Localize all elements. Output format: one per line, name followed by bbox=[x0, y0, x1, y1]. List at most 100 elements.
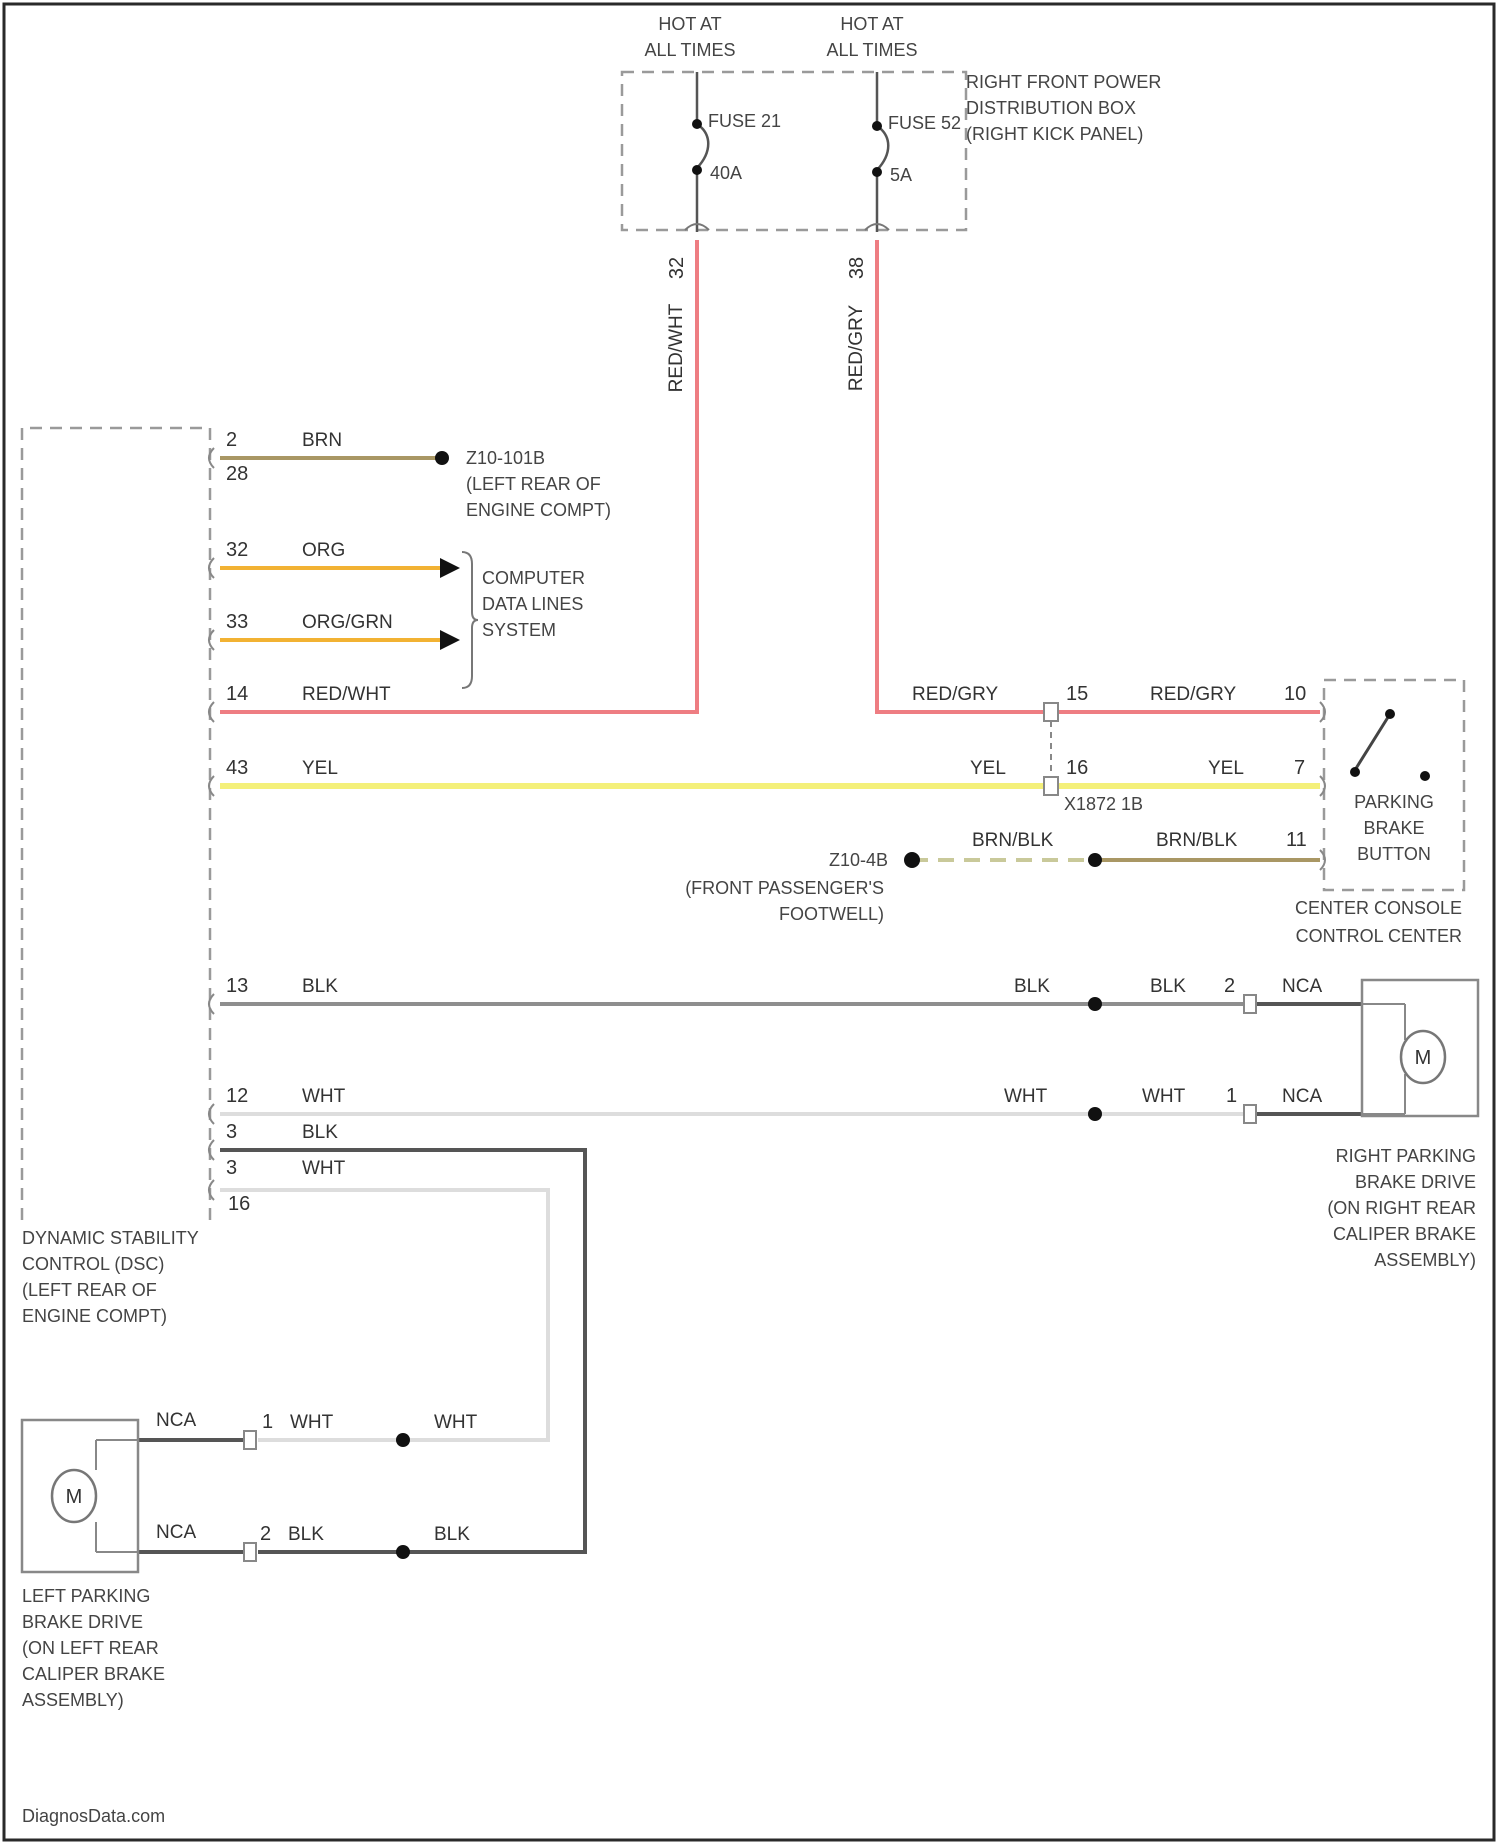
left-motor-pin-1: 1 bbox=[262, 1411, 273, 1433]
right-motor-connectors bbox=[1244, 995, 1256, 1123]
dsc-label-line2: CONTROL (DSC) bbox=[22, 1254, 164, 1274]
left-wht-splice bbox=[396, 1433, 410, 1447]
power-pin-38: 38 bbox=[846, 257, 868, 279]
data-lines-bracket bbox=[462, 552, 478, 688]
console-pin-markers bbox=[1320, 702, 1325, 870]
data-lines-label-line2: DATA LINES bbox=[482, 594, 583, 614]
left-motor-connectors bbox=[244, 1431, 256, 1561]
dsc-pin-16: 16 bbox=[228, 1193, 250, 1215]
data-lines-label-line3: SYSTEM bbox=[482, 620, 556, 640]
left-blk-splice bbox=[396, 1545, 410, 1559]
hot-label-1-line1: HOT AT bbox=[658, 14, 721, 34]
connector-pin-16: 16 bbox=[1066, 757, 1088, 779]
wire-wht-left bbox=[220, 1190, 548, 1440]
ground-loc-line1: (LEFT REAR OF bbox=[466, 474, 601, 494]
wire-label-nca-left-2: NCA bbox=[156, 1522, 196, 1543]
hot-label-2-line1: HOT AT bbox=[840, 14, 903, 34]
right-motor-pin-1: 1 bbox=[1226, 1085, 1237, 1107]
left-motor-label-line4: CALIPER BRAKE bbox=[22, 1664, 165, 1684]
dsc-pin-43: 43 bbox=[226, 757, 248, 779]
wire-label-red-wht-vertical: RED/WHT bbox=[666, 303, 687, 392]
wire-blk-left bbox=[220, 1150, 585, 1552]
dsc-label-line4: ENGINE COMPT) bbox=[22, 1306, 167, 1326]
connector-x1872-label: X1872 1B bbox=[1064, 794, 1143, 814]
left-motor-label-line1: LEFT PARKING bbox=[22, 1586, 150, 1606]
data-lines-label-line1: COMPUTER bbox=[482, 568, 585, 588]
x1872-connector bbox=[1044, 703, 1058, 795]
wire-label-wht-left-2: WHT bbox=[434, 1412, 478, 1433]
data-arrow-1 bbox=[440, 558, 460, 578]
right-motor-pin-2: 2 bbox=[1224, 975, 1235, 997]
wire-label-red-gry-left: RED/GRY bbox=[912, 684, 999, 705]
left-motor-label-line5: ASSEMBLY) bbox=[22, 1690, 124, 1710]
button-label-line2: BRAKE bbox=[1363, 818, 1424, 838]
wire-label-yel: YEL bbox=[302, 758, 338, 779]
console-label-line2: CONTROL CENTER bbox=[1296, 926, 1462, 946]
wire-label-wht-right-1: WHT bbox=[1004, 1086, 1048, 1107]
wire-label-nca-right-2: NCA bbox=[1282, 1086, 1322, 1107]
power-pin-32: 32 bbox=[666, 257, 688, 279]
dsc-pin-33: 33 bbox=[226, 611, 248, 633]
button-label-line1: PARKING bbox=[1354, 792, 1434, 812]
ground-ref-z10-4b: Z10-4B bbox=[829, 850, 888, 870]
wire-label-brn-blk-left: BRN/BLK bbox=[972, 830, 1054, 851]
wire-label-nca-left-1: NCA bbox=[156, 1410, 196, 1431]
wire-label-yel-right: YEL bbox=[1208, 758, 1244, 779]
dsc-pin-14: 14 bbox=[226, 683, 248, 705]
wire-label-brn-blk-right: BRN/BLK bbox=[1156, 830, 1238, 851]
right-motor-label-line3: (ON RIGHT REAR bbox=[1327, 1198, 1476, 1218]
power-box-label-line3: (RIGHT KICK PANEL) bbox=[966, 124, 1143, 144]
ground-splice-dot bbox=[435, 451, 449, 465]
dsc-pin-2: 2 bbox=[226, 429, 237, 451]
right-blk-splice bbox=[1088, 997, 1102, 1011]
console-ground-splice bbox=[1088, 853, 1102, 867]
fuse-21-rating: 40A bbox=[710, 163, 742, 183]
page-frame bbox=[4, 4, 1494, 1840]
wire-label-nca-right-1: NCA bbox=[1282, 976, 1322, 997]
console-pin-10: 10 bbox=[1284, 683, 1306, 705]
fuse-52 bbox=[872, 72, 888, 232]
right-motor-label-line2: BRAKE DRIVE bbox=[1355, 1172, 1476, 1192]
wire-label-red-wht: RED/WHT bbox=[302, 684, 391, 705]
dsc-pin-13: 13 bbox=[226, 975, 248, 997]
button-label-line3: BUTTON bbox=[1357, 844, 1431, 864]
right-motor-label-line5: ASSEMBLY) bbox=[1374, 1250, 1476, 1270]
wire-red-gry-feed bbox=[877, 240, 1320, 712]
ground-ref-z10-101b: Z10-101B bbox=[466, 448, 545, 468]
wire-label-red-gry-vertical: RED/GRY bbox=[846, 305, 867, 392]
footer-watermark: DiagnosData.com bbox=[22, 1806, 165, 1826]
wire-label-wht: WHT bbox=[302, 1086, 346, 1107]
parking-brake-switch-icon bbox=[1350, 709, 1430, 781]
wire-label-blk-left: BLK bbox=[302, 1122, 338, 1143]
left-motor-label-line3: (ON LEFT REAR bbox=[22, 1638, 159, 1658]
data-arrow-2 bbox=[440, 630, 460, 650]
dsc-pin-28: 28 bbox=[226, 463, 248, 485]
wire-label-yel-left: YEL bbox=[970, 758, 1006, 779]
fuse-21-name: FUSE 21 bbox=[708, 111, 781, 131]
console-ground-loc-line1: (FRONT PASSENGER'S bbox=[685, 878, 884, 898]
wire-label-wht-left: WHT bbox=[302, 1158, 346, 1179]
fuse-52-name: FUSE 52 bbox=[888, 113, 961, 133]
fuse-21 bbox=[692, 72, 708, 232]
wire-label-blk-left-1: BLK bbox=[288, 1524, 324, 1545]
dsc-pin-32: 32 bbox=[226, 539, 248, 561]
power-box-label-line2: DISTRIBUTION BOX bbox=[966, 98, 1136, 118]
dsc-pin-3-blk: 3 bbox=[226, 1121, 237, 1143]
wire-label-blk-left-2: BLK bbox=[434, 1524, 470, 1545]
dsc-pin-markers bbox=[209, 448, 214, 1200]
wire-label-wht-right-2: WHT bbox=[1142, 1086, 1186, 1107]
wire-label-wht-left-1: WHT bbox=[290, 1412, 334, 1433]
ground-loc-line2: ENGINE COMPT) bbox=[466, 500, 611, 520]
wire-label-brn: BRN bbox=[302, 430, 342, 451]
right-motor-label-line1: RIGHT PARKING bbox=[1336, 1146, 1476, 1166]
hot-label-2-line2: ALL TIMES bbox=[826, 40, 917, 60]
console-pin-11: 11 bbox=[1286, 829, 1307, 851]
power-distribution-box bbox=[622, 72, 966, 230]
dsc-label-line3: (LEFT REAR OF bbox=[22, 1280, 157, 1300]
wire-label-blk: BLK bbox=[302, 976, 338, 997]
dsc-pin-12: 12 bbox=[226, 1085, 248, 1107]
left-motor-pin-2: 2 bbox=[260, 1523, 271, 1545]
wire-label-org: ORG bbox=[302, 540, 345, 561]
left-motor-label-line2: BRAKE DRIVE bbox=[22, 1612, 143, 1632]
